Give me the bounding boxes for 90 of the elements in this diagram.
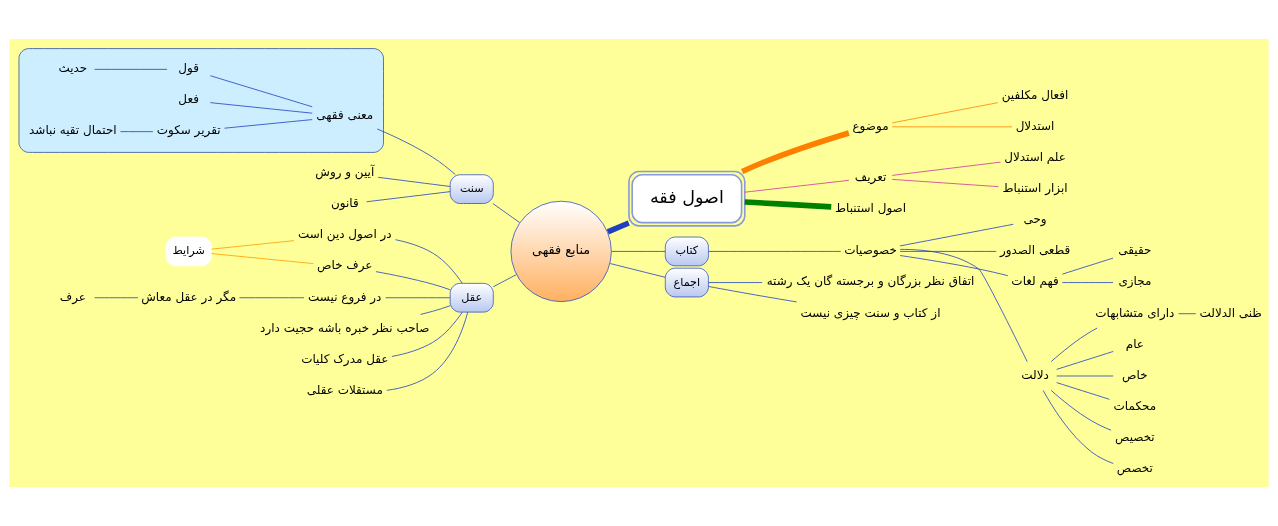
connector — [899, 255, 1009, 277]
connector — [744, 179, 850, 193]
connector — [744, 199, 832, 210]
connector — [211, 253, 314, 264]
node-text: اتفاق نظر بزرگان و برجسته گان یک رشته — [766, 274, 975, 289]
node-text: مگر در عقل معاش — [141, 289, 237, 304]
node-text: در اصول دین است — [297, 227, 392, 242]
node-text: اصول استنباط — [835, 200, 907, 215]
node-text: ابزار استنباط — [1002, 180, 1068, 195]
connector — [94, 68, 168, 70]
node-text: تقریر سکوت — [156, 123, 221, 138]
node-text: فهم لغات — [1011, 274, 1059, 289]
connector — [366, 191, 451, 203]
node-text: محکمات — [1113, 398, 1157, 413]
connector — [492, 274, 517, 288]
node-text: تخصص — [1116, 461, 1153, 476]
node-circle: منابع فقهی — [510, 200, 612, 303]
node-box: اجماع — [664, 267, 709, 298]
node-text: آیین و روش — [315, 164, 375, 179]
node-text: احتمال تقیه نباشد — [29, 123, 117, 138]
node-text: عرف خاص — [317, 258, 373, 273]
node-text: قطعی الصدور — [999, 243, 1071, 258]
connector — [1042, 390, 1114, 464]
connector — [708, 282, 763, 283]
node-text: قول — [178, 61, 199, 76]
node-text: دلالت — [1021, 367, 1049, 382]
connector — [492, 203, 521, 223]
node-text: قانون — [330, 196, 359, 211]
connector — [609, 263, 666, 278]
node-text: عام — [1125, 336, 1144, 351]
connector — [891, 161, 1001, 176]
cluster — [18, 48, 384, 153]
node-text: تعریف — [854, 169, 887, 184]
node-text: عقل مدرک کلیات — [301, 351, 389, 366]
node-text: مستقلات عقلی — [306, 382, 383, 397]
node-text: استدلال — [1015, 118, 1055, 133]
connector — [209, 75, 313, 108]
connector — [899, 251, 997, 252]
node-text: موضوع — [852, 118, 889, 133]
connector — [209, 102, 313, 114]
node-text: از کتاب و سنت چیزی نیست — [800, 305, 941, 320]
connector — [385, 297, 451, 299]
node-text: وحی — [1023, 212, 1047, 227]
connector — [1056, 351, 1114, 370]
node-text: حدیث — [58, 61, 88, 76]
node-text: خصوصیات — [844, 243, 897, 258]
node-text: معنی فقهی — [316, 108, 374, 123]
node-text: ظنی الدلالت — [1199, 305, 1262, 320]
connector — [1062, 282, 1114, 283]
connector — [1062, 257, 1114, 275]
node-text: تخصیص — [1115, 430, 1155, 445]
connector — [899, 249, 1028, 362]
node-text: فعل — [178, 92, 199, 107]
node-box: شرایط — [165, 236, 212, 267]
node-box: سنت — [449, 174, 494, 204]
connector — [1050, 390, 1112, 431]
connector — [120, 131, 154, 133]
node-text: مجازی — [1118, 274, 1152, 289]
node-box: کتاب — [664, 236, 709, 267]
connector — [420, 305, 451, 315]
connector — [1056, 382, 1110, 400]
connector — [708, 286, 797, 303]
connector — [1050, 327, 1098, 362]
connector — [375, 271, 451, 291]
connector — [377, 176, 451, 187]
node-text: علم استدلال — [1004, 149, 1066, 164]
connector — [899, 223, 1014, 247]
node-text: عرف — [59, 289, 86, 304]
connector — [395, 239, 463, 284]
node-text: حقیقی — [1118, 243, 1152, 258]
connector — [211, 240, 295, 250]
node-text: خاص — [1122, 367, 1148, 382]
node-text: افعال مکلفین — [1001, 87, 1069, 102]
connector — [386, 311, 469, 391]
node-text: دارای متشابهات — [1095, 305, 1175, 320]
node-text: صاحب نظر خبره باشه حجیت دارد — [260, 320, 430, 335]
connector — [891, 102, 999, 124]
connector — [1178, 313, 1197, 315]
connector — [606, 220, 630, 235]
connector — [239, 297, 305, 299]
connector — [611, 251, 666, 252]
connector — [391, 311, 463, 357]
connector — [224, 119, 313, 129]
connector — [891, 179, 999, 188]
node-box: عقل — [449, 282, 494, 313]
node-text: در فروع نیست — [308, 289, 382, 304]
connector — [94, 297, 139, 299]
connector — [708, 251, 842, 252]
connector — [741, 130, 850, 175]
connector — [891, 126, 1013, 128]
